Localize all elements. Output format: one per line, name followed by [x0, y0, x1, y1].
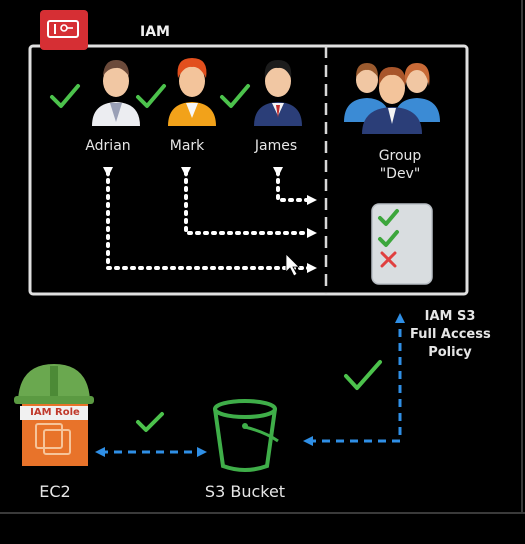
user-group-icon	[344, 63, 440, 134]
hard-hat-icon	[14, 364, 94, 404]
user-avatar-icon	[168, 58, 216, 126]
user-avatar-icon	[254, 60, 302, 126]
group-label-line1: Group	[378, 148, 422, 164]
check-icon	[136, 412, 164, 432]
iam-title: IAM	[140, 24, 170, 40]
iam-boundary-box	[28, 44, 469, 296]
group-label: Group "Dev"	[360, 147, 440, 183]
check-icon	[344, 360, 382, 390]
ec2-label: EC2	[39, 482, 71, 501]
policy-label: IAM S3 Full Access Policy	[410, 308, 491, 362]
group-label-line2: "Dev"	[379, 166, 421, 182]
policy-connector-arrow	[303, 313, 405, 446]
check-icon	[220, 84, 250, 108]
check-icon	[50, 84, 80, 108]
user-name-mark: Mark	[169, 138, 205, 154]
iam-role-label-bg	[20, 406, 88, 420]
checklist-icon	[371, 203, 433, 285]
user-group-connectors	[103, 167, 317, 273]
s3-bucket-label: S3 Bucket	[204, 482, 286, 501]
aws-iam-logo-icon	[40, 10, 88, 50]
s3-bucket-icon	[213, 399, 279, 472]
check-icon	[136, 84, 166, 108]
user-avatar-icon	[92, 60, 140, 126]
user-name-adrian: Adrian	[85, 138, 131, 154]
policy-label-line3: Policy	[428, 345, 472, 360]
iam-role-label: IAM Role	[30, 407, 80, 418]
policy-label-line2: Full Access	[410, 327, 491, 342]
policy-label-line1: IAM S3	[424, 309, 476, 324]
user-name-james: James	[254, 138, 298, 154]
mouse-cursor-icon	[285, 253, 300, 277]
